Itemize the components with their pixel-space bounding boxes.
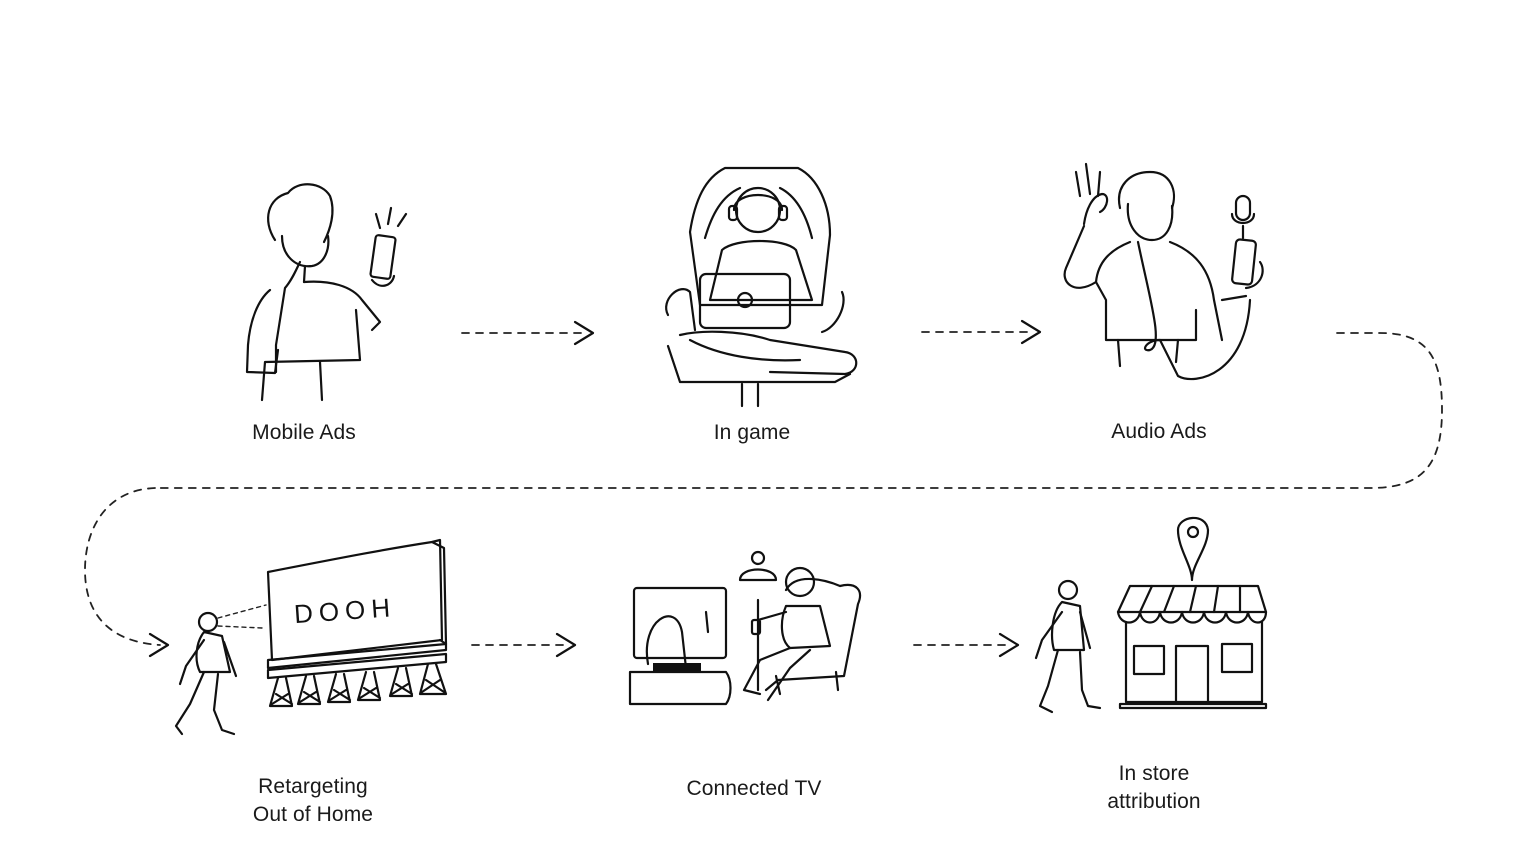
step-label-line: Audio Ads — [1111, 420, 1207, 443]
arrow-game-to-audio — [921, 319, 1042, 345]
step-label-line: Out of Home — [252, 803, 374, 826]
step-label-line: In game — [713, 421, 791, 444]
walking-person-ooh — [174, 604, 267, 736]
step-label-line: Retargeting — [258, 775, 368, 798]
step-label-line: Connected TV — [686, 777, 822, 800]
gamer-illustration — [665, 166, 858, 408]
billboard-text: DOOH — [293, 592, 397, 629]
step-label-retargeting-ooh: Retargeting Out of Home — [213, 773, 413, 829]
arrow-ctv-to-store — [913, 632, 1020, 658]
step-label-mobile-ads: Mobile Ads — [204, 419, 404, 447]
store-illustration — [1116, 516, 1268, 710]
mobile-person-illustration — [245, 183, 408, 402]
step-label-line: attribution — [1107, 790, 1201, 813]
curve-connector-right — [154, 332, 1443, 489]
curve-connector-left — [84, 487, 170, 658]
arrow-ooh-to-ctv — [471, 632, 577, 658]
billboard-illustration: DOOH — [266, 538, 448, 708]
walking-person-store — [1034, 579, 1102, 714]
step-label-line: Mobile Ads — [252, 421, 356, 444]
armchair-person-illustration — [738, 550, 862, 702]
arrow-mobile-to-game — [461, 320, 595, 346]
tv-illustration — [628, 586, 732, 706]
step-label-connected-tv: Connected TV — [654, 775, 854, 803]
step-label-in-store-attribution: In store attribution — [1054, 760, 1254, 816]
audio-person-illustration — [1063, 162, 1264, 381]
step-label-audio-ads: Audio Ads — [1059, 418, 1259, 446]
step-label-in-game: In game — [652, 419, 852, 447]
step-label-line: In store — [1118, 762, 1190, 785]
